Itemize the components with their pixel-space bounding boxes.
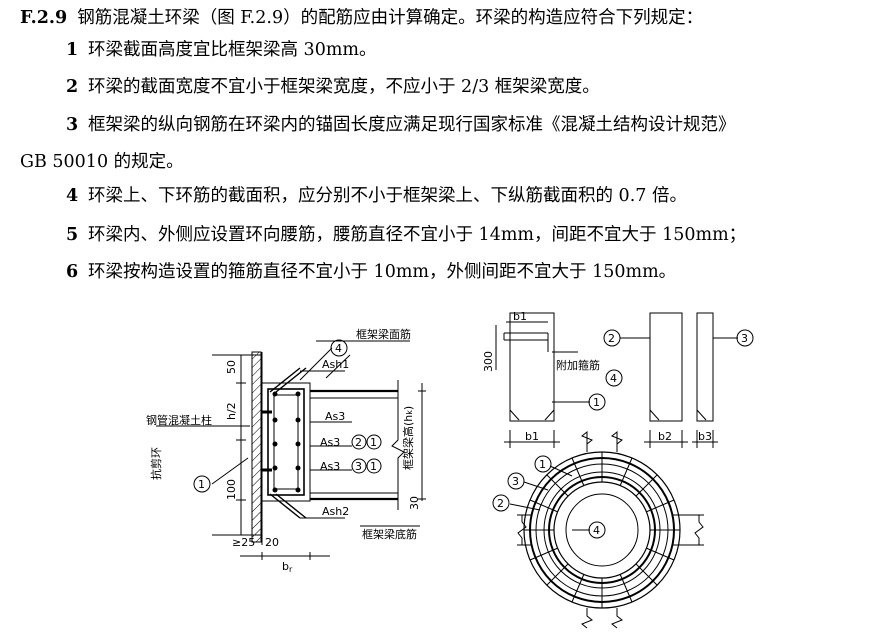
dim-b2: b2	[658, 430, 672, 443]
list-item-3-continuation: GB 50010 的规定。	[20, 150, 888, 174]
label-steel-tube-column: 钢管混凝土柱	[146, 413, 212, 427]
callout-4-right-text: 4	[610, 372, 617, 385]
callout-1-text: 1	[198, 478, 205, 491]
radial-stirrups	[524, 452, 680, 608]
label-as3-b: As3	[320, 436, 340, 449]
right-bar-shapes	[495, 312, 754, 448]
list-item-2: 2 环梁的截面宽度不宜小于框架梁宽度，不应小于 2/3 框架梁宽度。	[66, 75, 888, 99]
dim-300: 300	[482, 351, 495, 372]
callout-1b-text: 1	[370, 436, 377, 449]
label-frame-beam-height: 框架梁高(hk)	[401, 406, 415, 470]
stirrup-b1	[509, 312, 555, 422]
callout-2-right-text: 2	[608, 332, 615, 345]
callout-circle-3	[351, 458, 367, 474]
list-item-5: 5 环梁内、外侧应设置环向腰筋，腰筋直径不宜小于 14mm，间距不宜大于 150m…	[66, 223, 888, 247]
clause-heading: F.2.9 钢筋混凝土环梁（图 F.2.9）的配筋应由计算确定。环梁的构造应符合下…	[20, 6, 888, 30]
steel-tube-wall	[251, 351, 262, 543]
item-text: 框架梁的纵向钢筋在环梁内的锚固长度应满足现行国家标准《混凝土结构设计规范》	[88, 115, 736, 135]
dim-30: 30	[408, 496, 421, 510]
item-text: 环梁截面高度宜比框架梁高 30mm。	[88, 40, 377, 60]
label-frame-bottom-bar: 框架梁底筋	[362, 527, 417, 541]
list-item-4: 4 环梁上、下环筋的截面积，应分别不小于框架梁上、下纵筋截面积的 0.7 倍。	[66, 184, 888, 208]
clause-number: F.2.9	[20, 8, 68, 28]
item-number: 6	[66, 262, 79, 282]
item-number: 5	[66, 225, 79, 245]
callout-3-ring-text: 3	[512, 475, 519, 488]
callout-1-ring-text: 1	[539, 458, 546, 471]
callout-3-text: 3	[355, 460, 362, 473]
label-shear-ring: 抗剪环	[149, 447, 163, 480]
label-ash1: Ash1	[322, 358, 349, 371]
item-number: 3	[66, 115, 79, 135]
callout-1c-text: 1	[370, 460, 377, 473]
callout-circle-4	[330, 339, 348, 357]
dim-20: 20	[265, 536, 279, 549]
list-item-1: 1 环梁截面高度宜比框架梁高 30mm。	[66, 38, 888, 62]
label-frame-top-bar: 框架梁面筋	[356, 327, 411, 341]
callout-2-text: 2	[355, 436, 362, 449]
list-item-6: 6 环梁按构造设置的箍筋直径不宜小于 10mm，外侧间距不宜大于 150mm。	[66, 260, 888, 284]
callout-circle-2	[351, 434, 367, 450]
callout-circle-1b	[366, 434, 382, 450]
item-text: 环梁内、外侧应设置环向腰筋，腰筋直径不宜小于 14mm，间距不宜大于 150mm…	[88, 225, 747, 245]
item-text-cont: GB 50010 的规定。	[20, 152, 184, 172]
dim-50: 50	[225, 360, 238, 374]
list-item-3: 3 框架梁的纵向钢筋在环梁内的锚固长度应满足现行国家标准《混凝土结构设计规范》	[66, 113, 888, 137]
clause-text: 钢筋混凝土环梁（图 F.2.9）的配筋应由计算确定。环梁的构造应符合下列规定：	[77, 8, 704, 28]
item-text: 环梁上、下环筋的截面积，应分别不小于框架梁上、下纵筋截面积的 0.7 倍。	[88, 186, 687, 206]
label-ash2: Ash2	[322, 505, 349, 518]
callout-4-text: 4	[335, 342, 342, 355]
callout-circle-1c	[366, 458, 382, 474]
label-extra-stirrup: 附加箍筋	[556, 358, 600, 372]
item-number: 1	[66, 40, 79, 60]
label-b1-top: b1	[513, 310, 527, 323]
dim-ge-25: ≥25	[232, 536, 255, 549]
item-text: 环梁按构造设置的箍筋直径不宜小于 10mm，外侧间距不宜大于 150mm。	[88, 262, 677, 282]
label-as3-a: As3	[325, 410, 345, 423]
callout-circle-1	[193, 475, 211, 493]
callout-3-right-text: 3	[741, 332, 748, 345]
callout-2-ring-text: 2	[497, 497, 504, 510]
dim-h-half: h/2	[225, 402, 238, 420]
item-number: 4	[66, 186, 79, 206]
callout-4-ring-text: 4	[593, 524, 600, 537]
label-as3-c: As3	[320, 460, 340, 473]
stirrup-b2	[649, 312, 683, 422]
item-number: 2	[66, 77, 79, 97]
left-section-drawing	[156, 339, 426, 560]
dim-b1: b1	[525, 430, 539, 443]
dim-100: 100	[225, 479, 238, 500]
ring-plan-drawing	[492, 430, 704, 629]
dim-b3: b3	[698, 430, 712, 443]
dim-br: br	[282, 560, 293, 574]
stirrup-b3	[696, 312, 714, 422]
callout-1-right-text: 1	[593, 396, 600, 409]
item-text: 环梁的截面宽度不宜小于框架梁宽度，不应小于 2/3 框架梁宽度。	[88, 77, 600, 97]
